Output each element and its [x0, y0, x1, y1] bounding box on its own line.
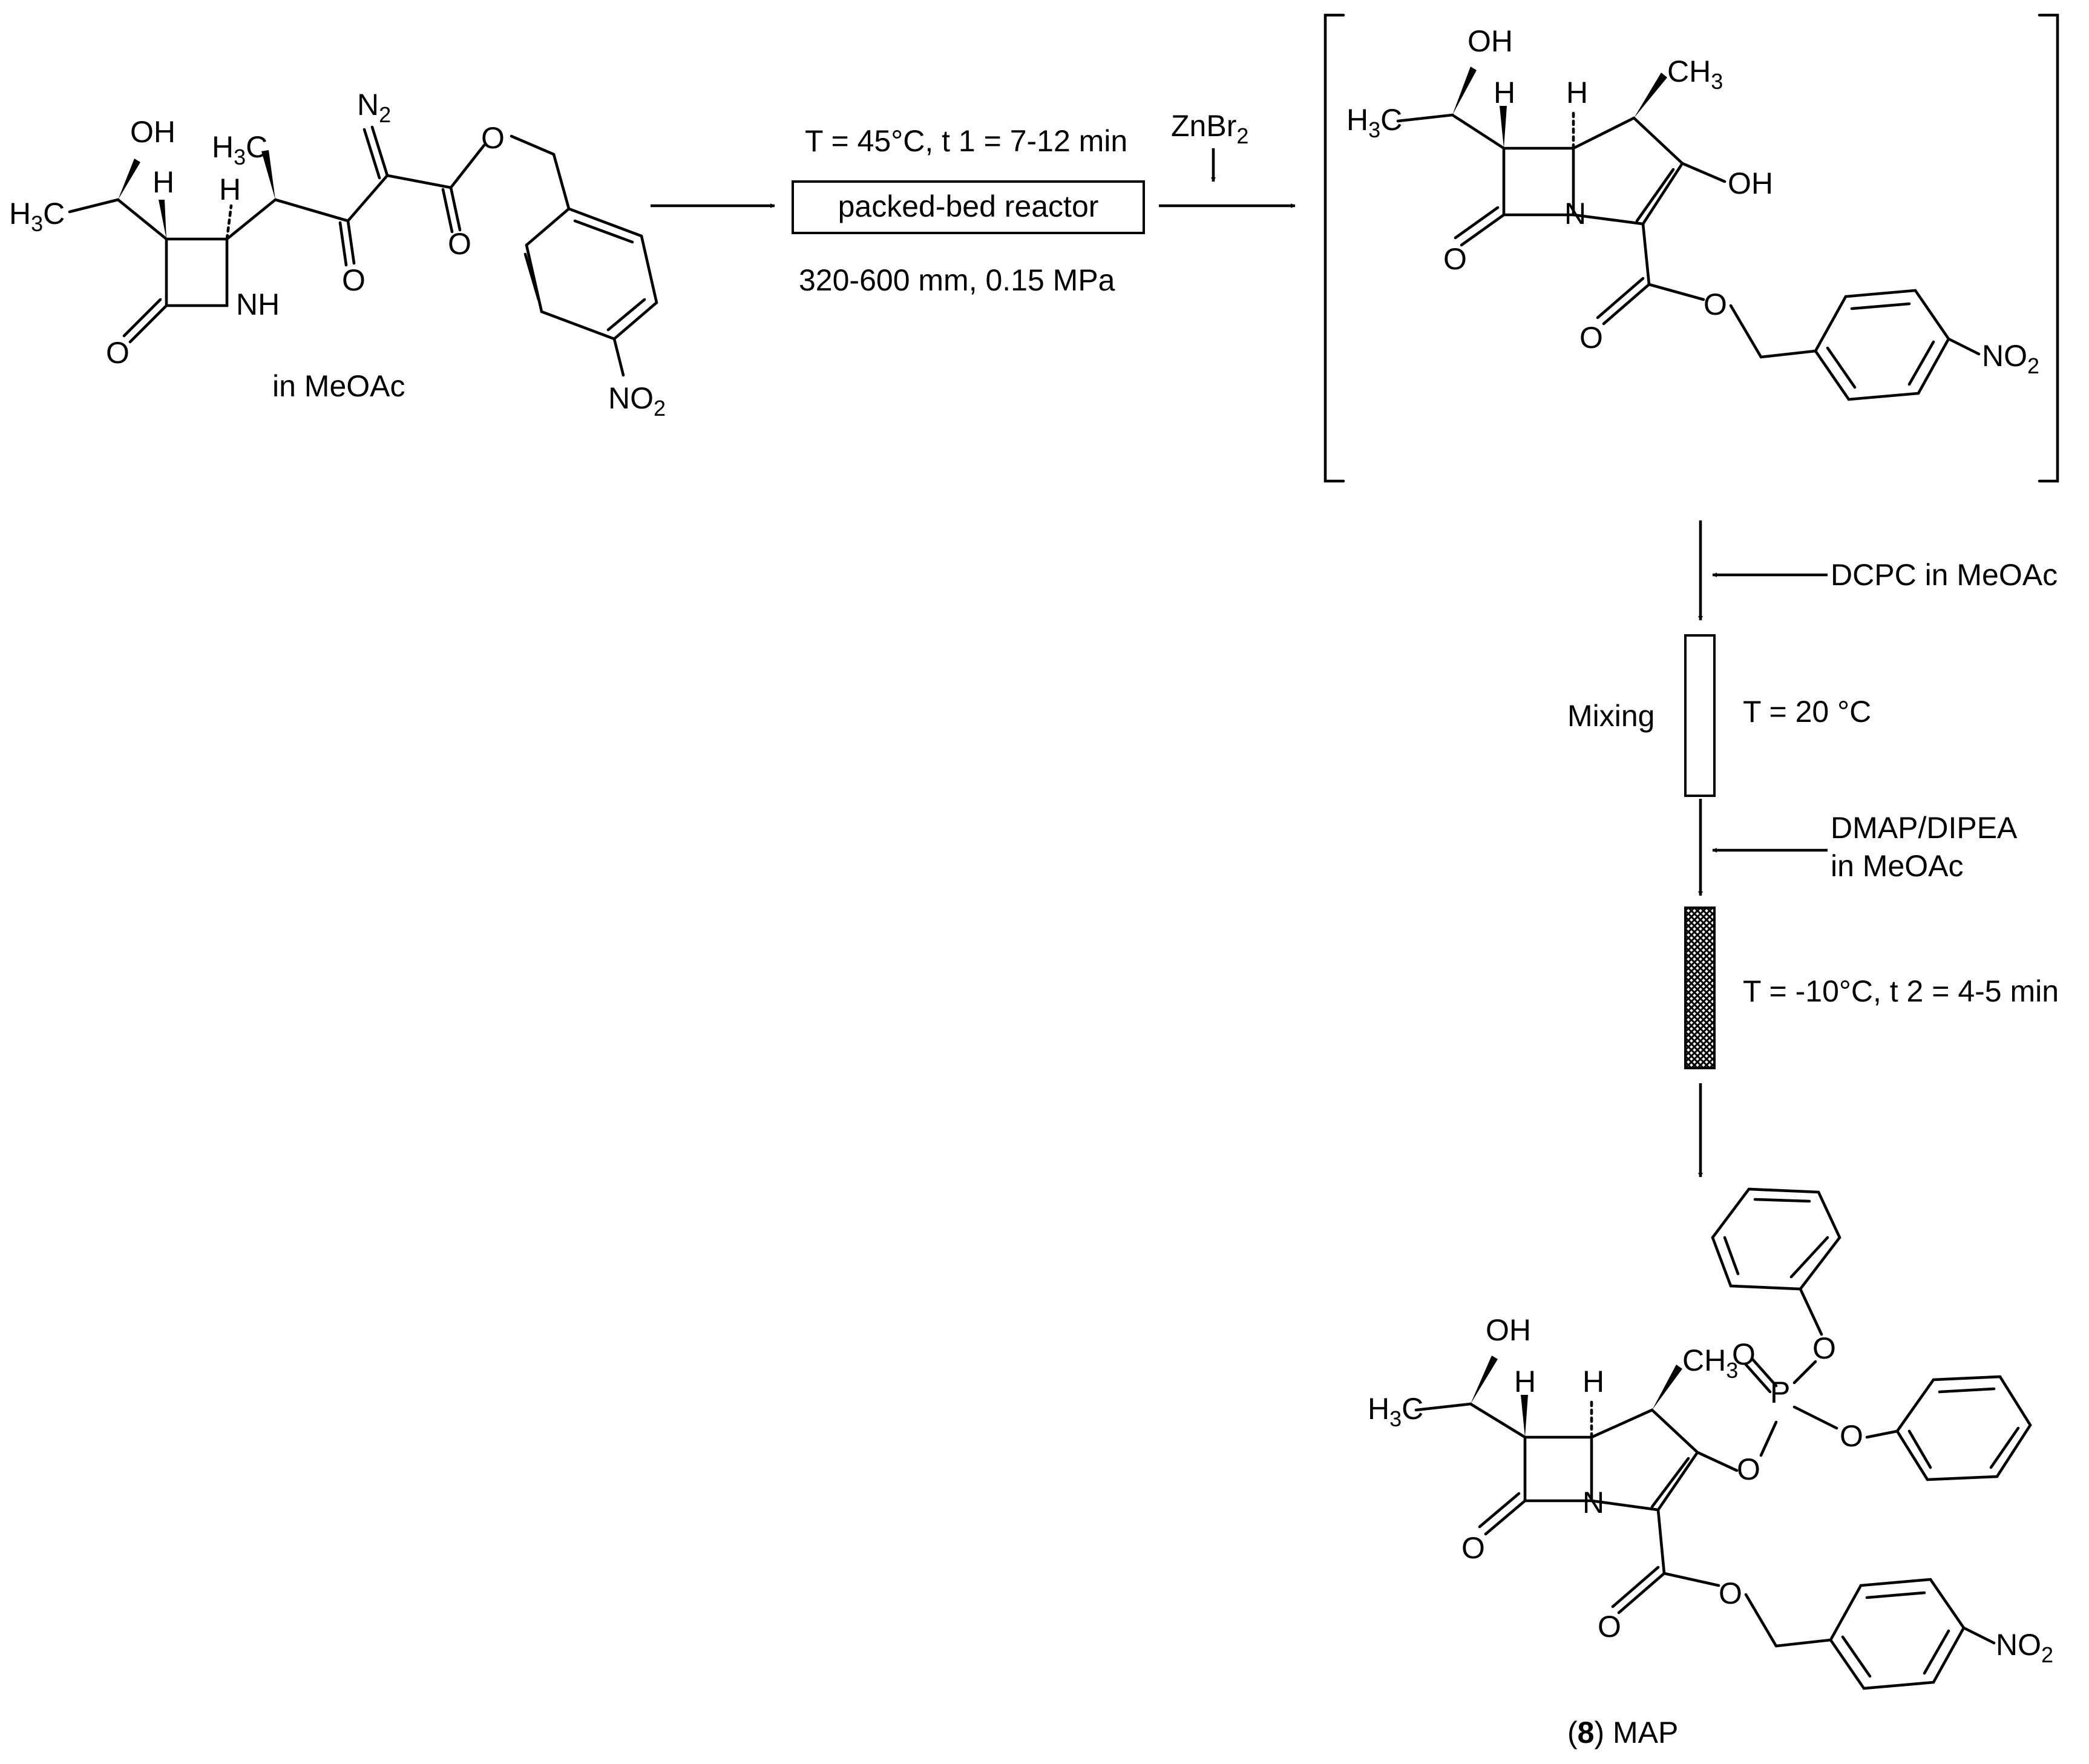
svg-text:H3C: H3C [9, 197, 65, 236]
packed-bed-reactor-box [792, 180, 1145, 234]
svg-text:N2: N2 [357, 88, 391, 127]
starting-material-atoms: OH H3C H H H3C NH O O N2 O O NO2 [9, 88, 666, 421]
svg-text:H: H [1566, 76, 1588, 110]
svg-text:H: H [1582, 1365, 1604, 1398]
svg-text:O: O [1840, 1419, 1863, 1453]
step3-conditions: T = -10°C, t 2 = 4-5 min [1743, 974, 2059, 1008]
svg-text:NH: NH [236, 287, 280, 321]
reactor-label: packed-bed reactor [838, 189, 1099, 223]
intermediate-structure [1396, 67, 1981, 401]
svg-text:O: O [1579, 321, 1603, 355]
svg-text:CH3: CH3 [1682, 1343, 1738, 1383]
product-name: MAP [1613, 1716, 1678, 1749]
svg-text:O: O [1704, 287, 1727, 321]
svg-text:H3C: H3C [1368, 1392, 1423, 1431]
svg-text:O: O [106, 336, 130, 370]
svg-text:NO2: NO2 [1996, 1628, 2053, 1667]
svg-text:O: O [1812, 1331, 1836, 1365]
mixing-temp: T = 20 °C [1743, 695, 1871, 729]
svg-text:N: N [1582, 1486, 1604, 1520]
svg-text:O: O [1461, 1531, 1485, 1565]
svg-text:H3C: H3C [212, 130, 267, 169]
svg-text:O: O [1598, 1610, 1621, 1644]
svg-text:O: O [448, 227, 471, 261]
base-label-2: in MeOAc [1831, 849, 1964, 883]
svg-text:O: O [1732, 1337, 1756, 1371]
svg-text:NO2: NO2 [608, 381, 666, 421]
zinc-reagent: ZnBr2 [1171, 109, 1248, 148]
svg-text:O: O [1719, 1576, 1742, 1610]
svg-text:OH: OH [130, 115, 175, 149]
svg-text:H: H [152, 165, 174, 199]
svg-text:O: O [1443, 242, 1467, 276]
step1-top-conditions: T = 45°C, t 1 = 7-12 min [805, 124, 1127, 158]
mixing-label: Mixing [1567, 699, 1654, 733]
mixing-unit [1684, 634, 1716, 797]
product-atoms: OH H3C H H CH3 N O O P O O O O O NO2 [1368, 1313, 2053, 1667]
solvent-label-start: in MeOAc [272, 369, 405, 403]
svg-text:P: P [1770, 1375, 1790, 1409]
svg-text:O: O [342, 263, 366, 297]
dcpc-label: DCPC in MeOAc [1831, 558, 2058, 592]
svg-text:H3C: H3C [1346, 103, 1402, 142]
base-label-1: DMAP/DIPEA [1831, 811, 2018, 845]
left-bracket [1323, 13, 1345, 483]
svg-text:O: O [481, 121, 505, 155]
svg-text:N: N [1564, 197, 1586, 231]
svg-text:OH: OH [1728, 166, 1773, 200]
product-number: 8 [1578, 1716, 1595, 1749]
step1-bottom-conditions: 320-600 mm, 0.15 MPa [799, 263, 1115, 297]
svg-text:CH3: CH3 [1667, 54, 1723, 94]
svg-text:O: O [1737, 1452, 1760, 1486]
svg-text:H: H [1514, 1365, 1536, 1398]
svg-text:H: H [1494, 76, 1515, 110]
cyclization-reactor [1684, 907, 1716, 1069]
product-label: (8) MAP [1567, 1716, 1678, 1749]
svg-text:H: H [219, 172, 241, 206]
intermediate-atoms: OH H3C H H CH3 OH N O O O NO2 [1346, 24, 2039, 378]
starting-material-structure [68, 125, 658, 377]
product-structure [1414, 1187, 2032, 1690]
svg-text:NO2: NO2 [1982, 339, 2039, 378]
svg-text:OH: OH [1468, 24, 1513, 58]
svg-text:OH: OH [1486, 1313, 1531, 1347]
right-bracket [2038, 13, 2059, 483]
